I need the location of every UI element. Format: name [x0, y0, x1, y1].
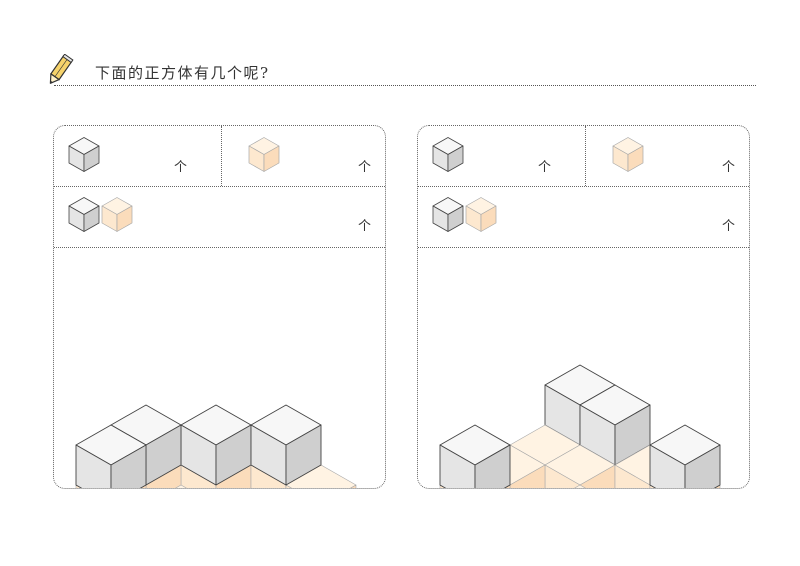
gray-cube: [439, 424, 511, 488]
gray-and-orange-cubes-icon: [432, 197, 497, 232]
panel-divider: [54, 247, 385, 248]
count-unit: 个: [722, 160, 736, 175]
cube-stack-figure: [75, 404, 357, 488]
count-unit: 个: [358, 160, 372, 175]
worksheet-header: 下面的正方体有几个呢?: [40, 52, 756, 92]
header-divider: [54, 85, 756, 86]
instruction-text: 下面的正方体有几个呢?: [95, 64, 270, 82]
gray-and-orange-cubes-icon: [68, 197, 133, 232]
count-unit: 个: [722, 219, 736, 234]
panel-divider: [418, 186, 749, 187]
gray-cube-icon: [68, 137, 100, 172]
cube-stack-figure: [439, 364, 721, 488]
gray-cube-icon: [432, 137, 464, 172]
orange-cube-icon: [248, 137, 280, 172]
count-unit: 个: [538, 160, 552, 175]
panel-divider: [54, 186, 385, 187]
gray-cube: [649, 424, 721, 488]
pencil-icon: [49, 54, 74, 84]
panel-divider: [585, 126, 586, 186]
exercise-panel-right: 个 个 个: [417, 125, 750, 489]
panel-divider: [418, 247, 749, 248]
exercise-panel-left: 个 个 个: [53, 125, 386, 489]
orange-cube-icon: [612, 137, 644, 172]
count-unit: 个: [174, 160, 188, 175]
panel-divider: [221, 126, 222, 186]
count-unit: 个: [358, 219, 372, 234]
